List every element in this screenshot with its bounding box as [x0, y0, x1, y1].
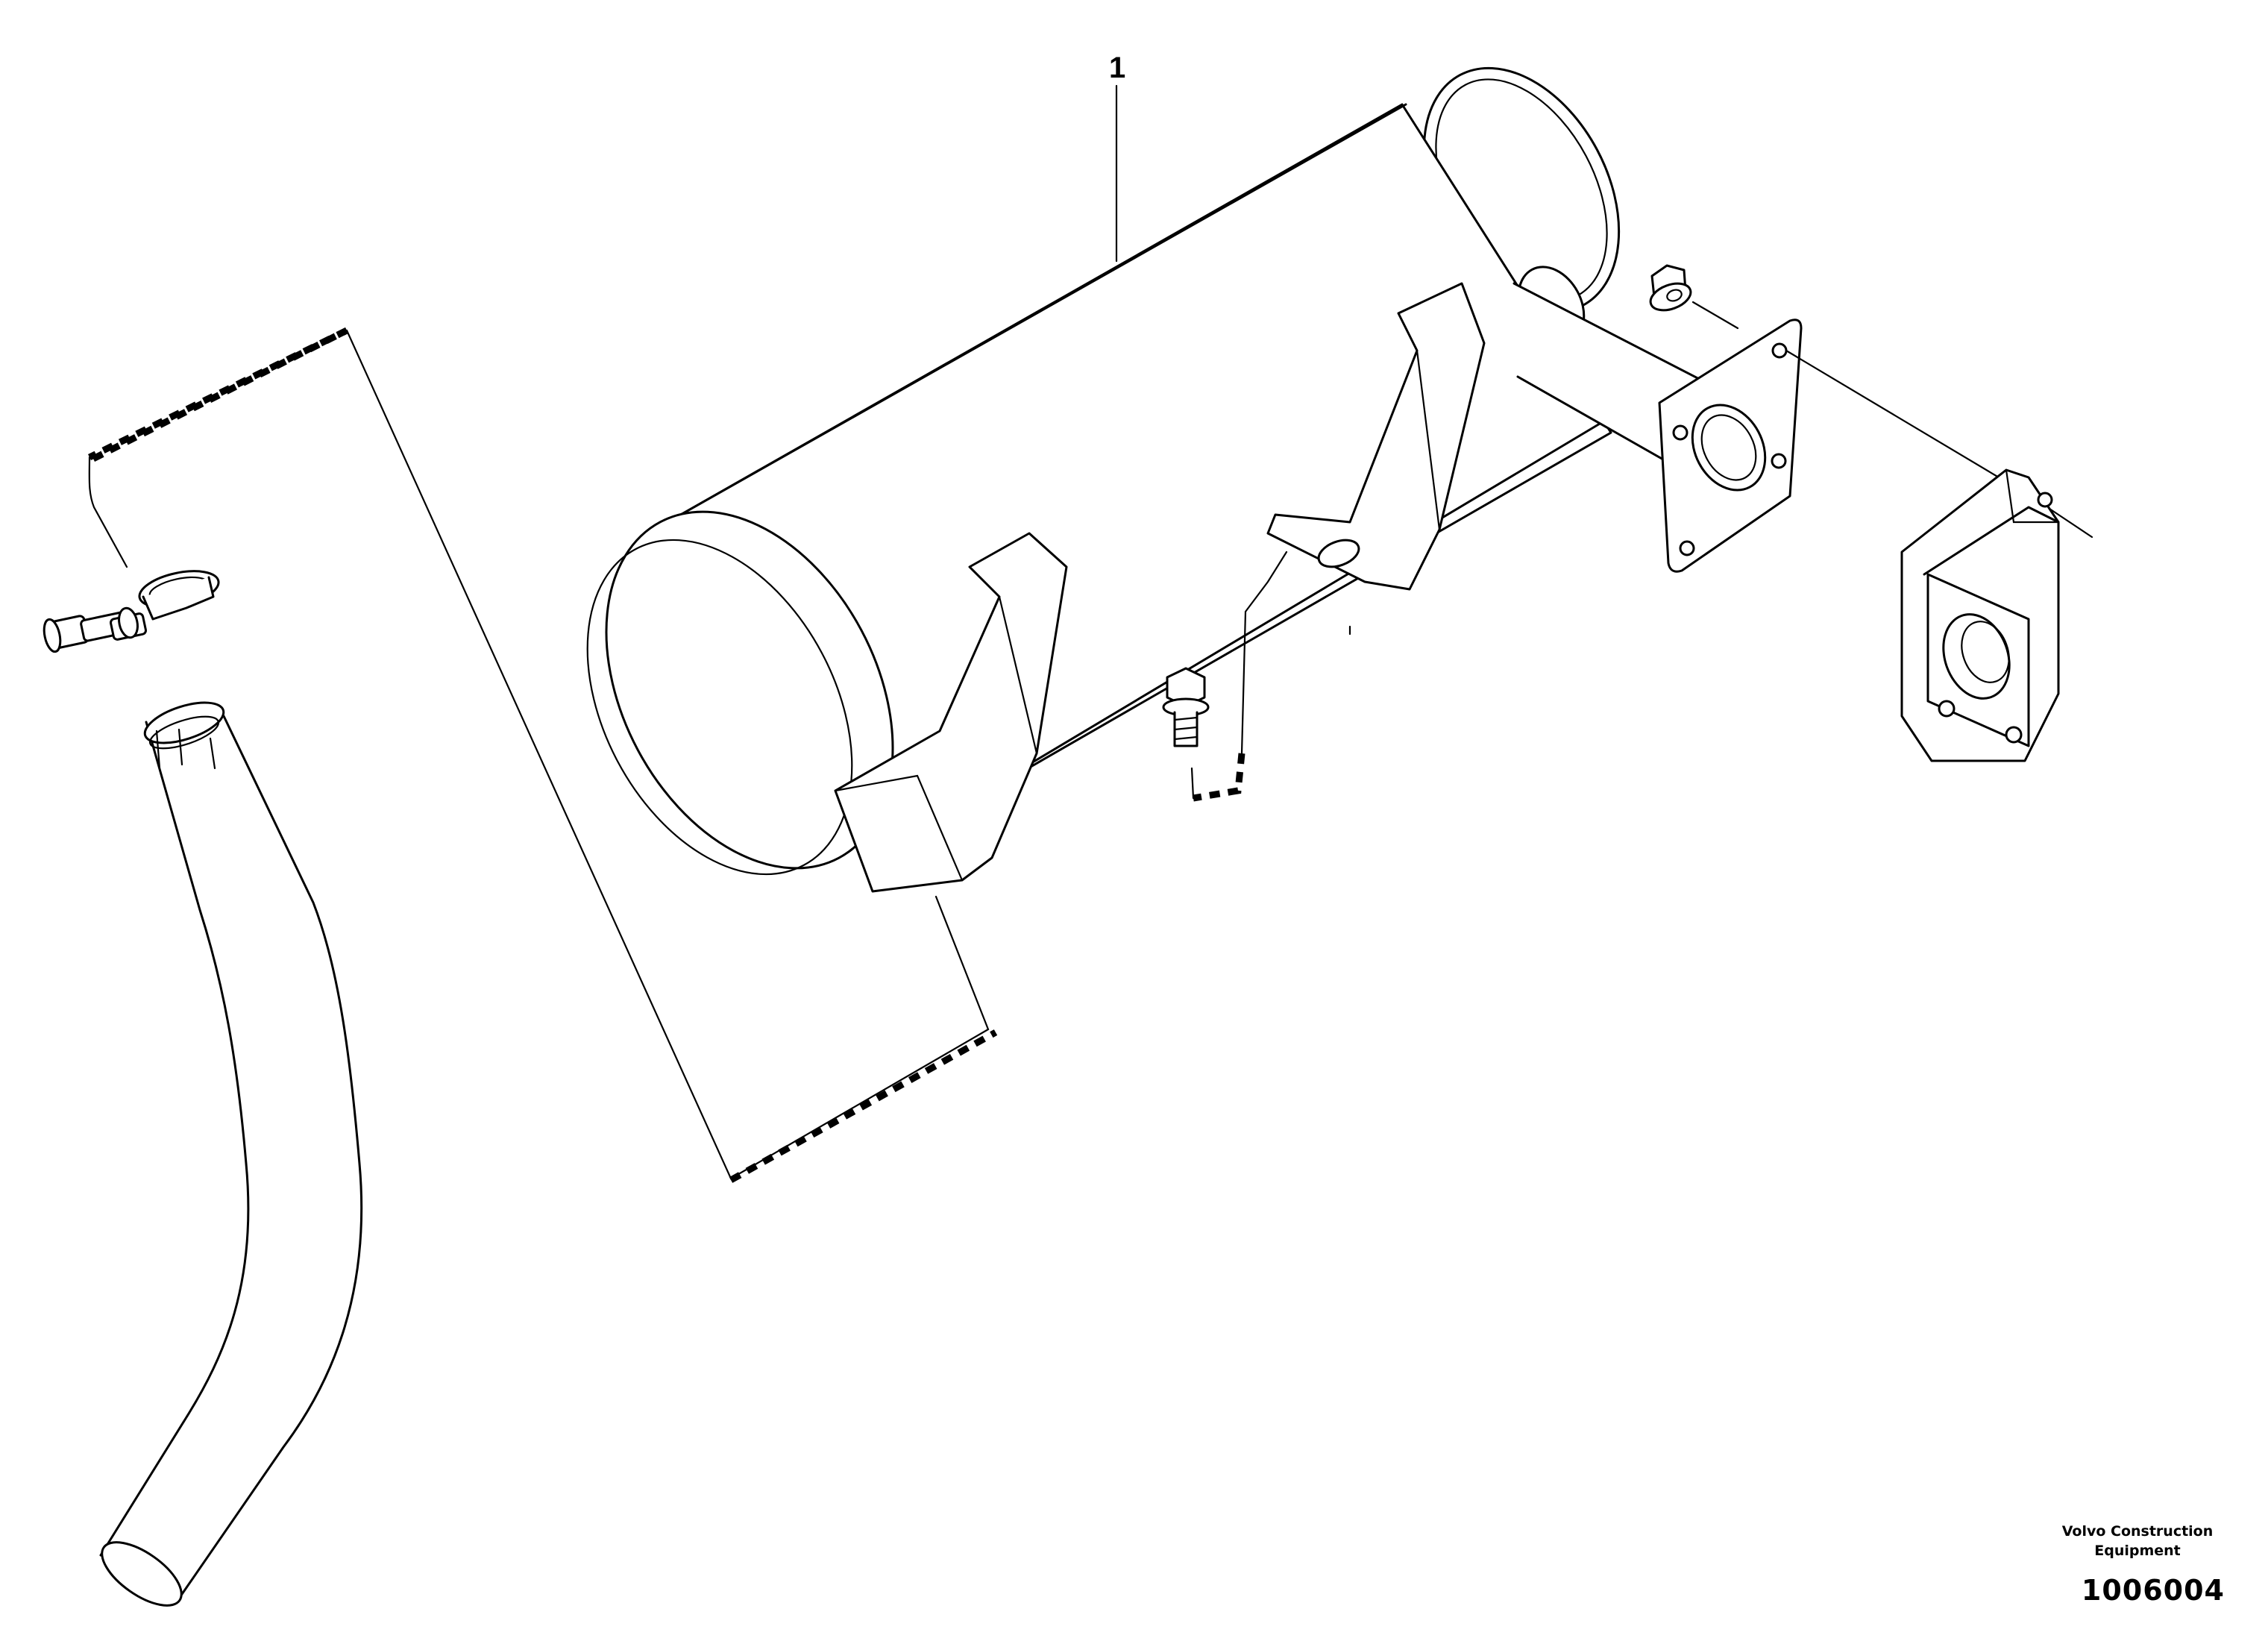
brand-label: Volvo Construction Equipment: [2041, 1522, 2234, 1560]
muffler: [586, 66, 1803, 893]
brand-line-2: Equipment: [2094, 1543, 2181, 1559]
exhaust-pipe: [99, 701, 363, 1607]
document-number: 1006004: [2081, 1574, 2225, 1607]
leader-bolt-dashed: [1193, 753, 1245, 802]
callout-1: 1: [1109, 51, 1125, 263]
leader-adapter: [1785, 349, 2000, 479]
leader-bolt: [1240, 550, 1351, 755]
leader-adapter-right: [2046, 506, 2093, 539]
hose-clamp: [43, 570, 220, 653]
leader-nut: [1691, 301, 1739, 330]
flange-bolt: [1162, 667, 1210, 747]
flange-nut: [1649, 264, 1692, 312]
callout-label-1: 1: [1109, 51, 1125, 84]
leader-loop-pipe: [88, 327, 998, 1183]
turbo-flange-adapter: [1900, 468, 2060, 762]
brand-line-1: Volvo Construction: [2061, 1523, 2214, 1540]
